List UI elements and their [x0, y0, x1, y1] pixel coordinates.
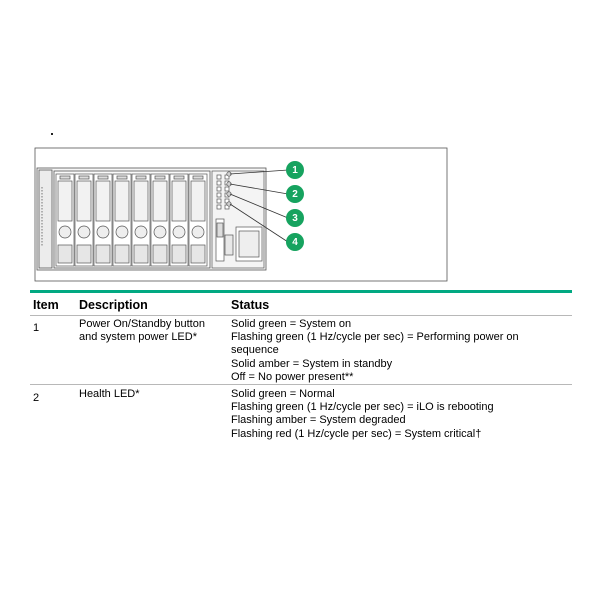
item-status: Solid green = Normal Flashing green (1 H…: [231, 388, 571, 441]
callout-leader-lines: [229, 169, 289, 243]
status-line: Flashing green (1 Hz/cycle per sec) = iL…: [231, 401, 494, 414]
header-item: Item: [33, 298, 59, 312]
item-description: Health LED*: [79, 388, 229, 401]
status-line: Solid green = System on: [231, 318, 352, 330]
callout-3: 3: [286, 209, 304, 227]
description-line: Power On/Standby button: [79, 318, 205, 330]
status-line: Flashing green (1 Hz/cycle per sec) = Pe…: [231, 331, 519, 344]
drive-bay-1: [55, 173, 75, 267]
status-line: Solid green = Normal: [231, 388, 335, 400]
table-row: 1 Power On/Standby button and system pow…: [30, 316, 572, 385]
status-line: Solid amber = System in standby: [231, 357, 393, 370]
callout-2: 2: [286, 185, 304, 203]
status-line: sequence: [231, 344, 279, 357]
callout-1: 1: [286, 161, 304, 179]
stray-dot: [51, 133, 53, 135]
drive-bay-2: [74, 173, 94, 267]
header-description: Description: [79, 298, 148, 312]
drive-bays: [55, 173, 208, 267]
header-status: Status: [231, 298, 270, 312]
description-line: and system power LED*: [79, 331, 197, 344]
item-status: Solid green = System on Flashing green (…: [231, 318, 571, 384]
control-panel: [211, 170, 265, 269]
drive-bay-3: [93, 173, 113, 267]
description-line: Health LED*: [79, 388, 140, 400]
item-number: 1: [33, 322, 40, 334]
status-line: Off = No power present**: [231, 370, 354, 383]
table-row: 2 Health LED* Solid green = Normal Flash…: [30, 385, 572, 445]
drive-bay-4: [112, 173, 132, 267]
led-status-table: Item Description Status 1 Power On/Stand…: [30, 290, 572, 445]
item-number: 2: [33, 392, 40, 404]
callout-4: 4: [286, 233, 304, 251]
drive-bay-6: [150, 173, 170, 267]
drive-bay-5: [131, 173, 151, 267]
item-description: Power On/Standby button and system power…: [79, 318, 229, 344]
drive-bay-7: [169, 173, 189, 267]
status-line: Flashing amber = System degraded: [231, 414, 406, 427]
table-top-rule: [30, 290, 572, 293]
drive-bay-8: [188, 173, 208, 267]
table-header: Item Description Status: [30, 293, 572, 316]
status-line: Flashing red (1 Hz/cycle per sec) = Syst…: [231, 427, 482, 440]
server-front-panel-figure: [34, 147, 448, 282]
